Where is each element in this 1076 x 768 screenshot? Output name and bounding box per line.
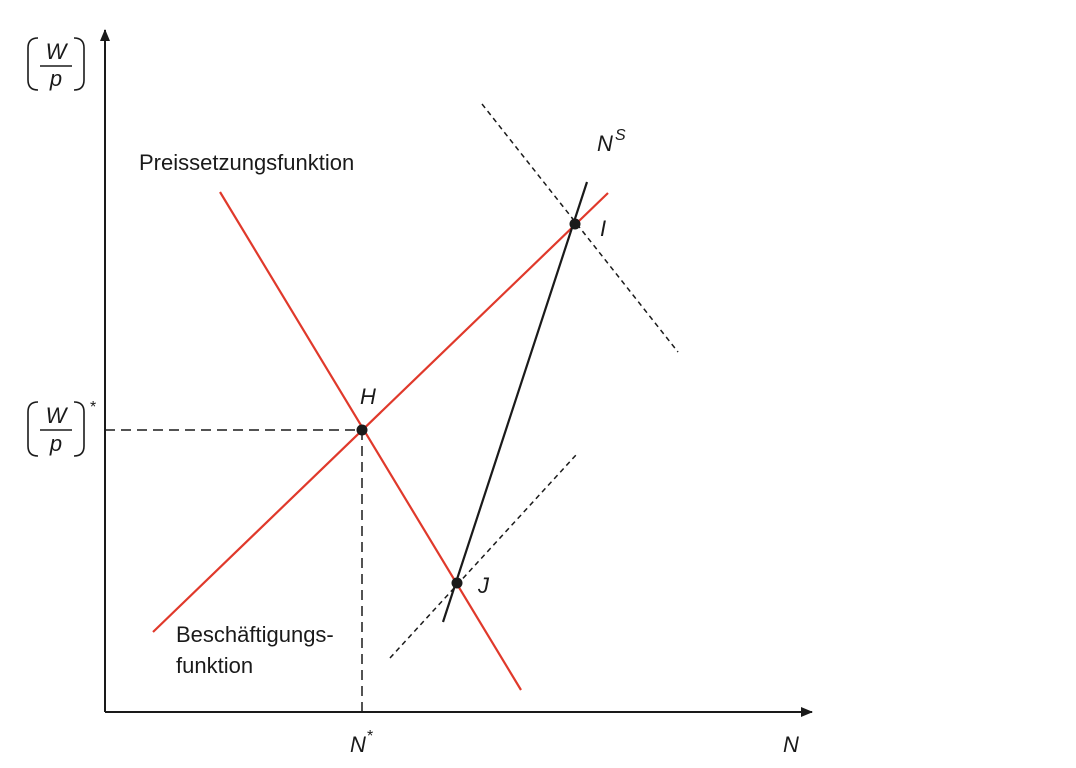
labor-supply-base: N	[597, 131, 613, 156]
dashed-line-through-i	[481, 103, 679, 353]
y-star-label: W p *	[27, 399, 96, 457]
y-label-denominator: p	[49, 66, 62, 91]
point-h-label: H	[360, 384, 376, 409]
point-j	[451, 577, 463, 589]
price-setting-label: Preissetzungsfunktion	[139, 150, 354, 175]
price-setting-curve	[219, 191, 522, 691]
y-label-numerator: W	[46, 39, 69, 64]
point-j-label: J	[477, 573, 490, 598]
employment-curve	[152, 192, 609, 633]
employment-label-line2: funktion	[176, 653, 253, 678]
employment-label-line1: Beschäftigungs-	[176, 622, 334, 647]
x-axis-label: N	[783, 732, 799, 757]
y-star-numerator: W	[46, 403, 69, 428]
y-star-superscript: *	[90, 399, 96, 416]
point-i-label: I	[600, 216, 606, 241]
labor-supply-superscript: S	[615, 127, 626, 144]
point-h	[356, 424, 368, 436]
point-i	[569, 218, 581, 230]
labor-supply-line	[441, 181, 589, 623]
dashed-line-through-j	[389, 454, 577, 659]
x-star-label: N *	[350, 728, 373, 757]
y-star-denominator: p	[49, 431, 62, 456]
x-star-base: N	[350, 732, 366, 757]
x-star-superscript: *	[367, 728, 373, 745]
y-axis-label: W p	[27, 37, 85, 91]
labor-supply-label: N S	[597, 127, 626, 156]
